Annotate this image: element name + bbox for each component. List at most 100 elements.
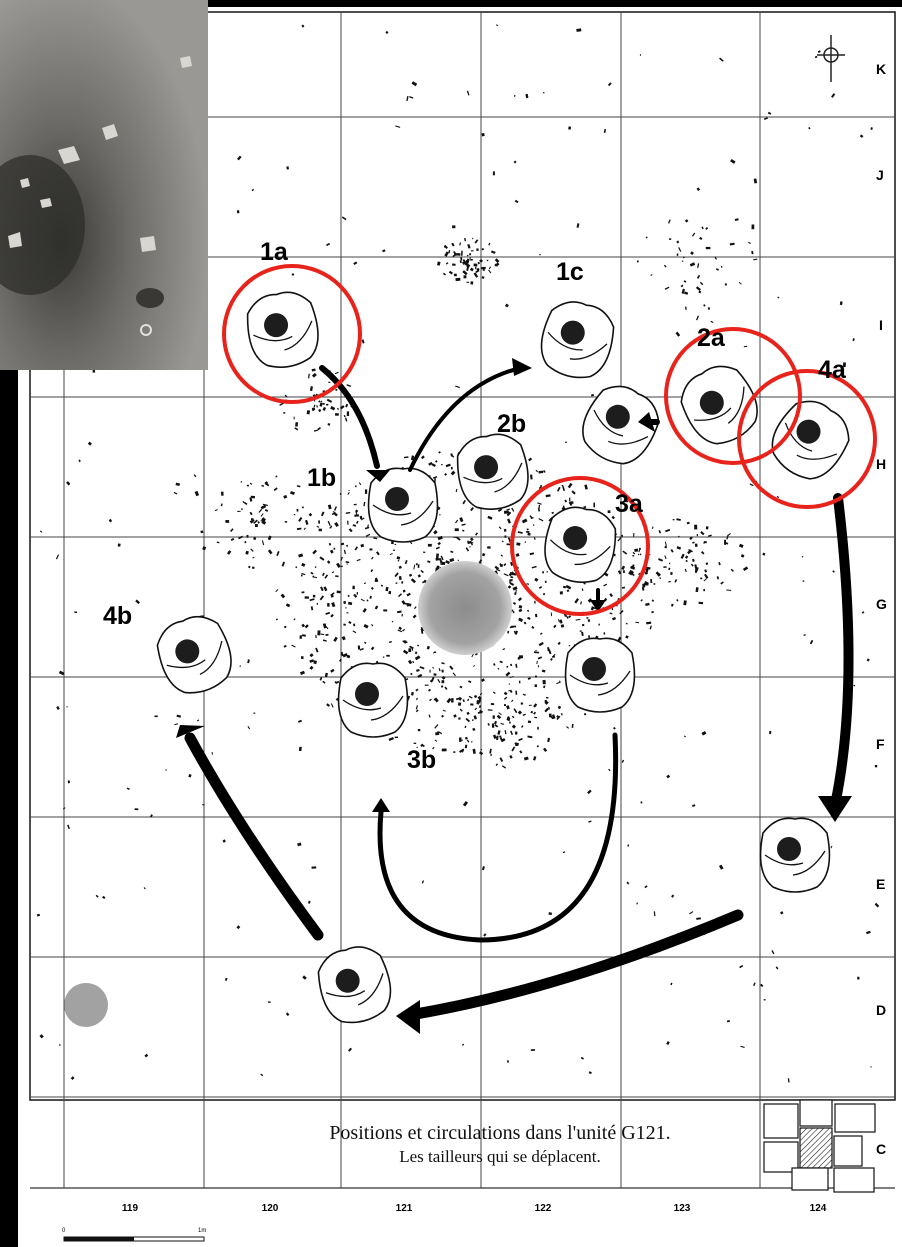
- flake: [680, 284, 684, 288]
- flake: [386, 654, 390, 657]
- flake: [466, 711, 470, 716]
- flake: [698, 601, 704, 605]
- flake: [471, 741, 473, 743]
- flake: [239, 665, 242, 667]
- flake: [496, 714, 502, 720]
- flake: [336, 407, 340, 410]
- flake: [473, 272, 479, 278]
- flake: [426, 645, 430, 650]
- flake: [802, 580, 805, 582]
- flake: [581, 623, 585, 627]
- flake: [251, 566, 255, 569]
- flake: [437, 535, 443, 541]
- flake: [239, 535, 244, 539]
- flake: [295, 566, 298, 569]
- flake: [461, 523, 466, 526]
- flake: [398, 593, 402, 598]
- flake: [434, 739, 438, 742]
- flake: [333, 506, 337, 511]
- flake: [245, 550, 249, 555]
- flake: [420, 569, 424, 574]
- flake: [453, 251, 457, 257]
- highlight-circles: [222, 264, 877, 616]
- flake: [567, 482, 573, 489]
- flake: [674, 579, 678, 583]
- flake: [676, 599, 679, 602]
- flake: [694, 543, 698, 547]
- flake: [703, 573, 709, 579]
- flake: [355, 511, 358, 515]
- flake: [273, 487, 278, 491]
- label-1b: 1b: [307, 464, 336, 492]
- flake: [438, 557, 443, 564]
- flake: [499, 735, 502, 738]
- flake: [348, 601, 353, 606]
- flake: [537, 502, 542, 505]
- flake: [126, 787, 130, 791]
- flake: [720, 265, 723, 268]
- flake: [547, 647, 550, 652]
- flake: [397, 629, 403, 633]
- arm-outline: [166, 640, 223, 676]
- flake: [314, 566, 317, 568]
- flake: [839, 301, 843, 306]
- flake: [481, 132, 485, 137]
- flake: [670, 982, 673, 986]
- flake: [66, 481, 71, 486]
- flake: [420, 455, 425, 460]
- flake: [455, 277, 461, 282]
- flake: [503, 696, 508, 700]
- flake: [670, 571, 673, 575]
- flake: [328, 381, 331, 384]
- label-3a: 3a: [615, 490, 644, 518]
- flake: [341, 216, 347, 221]
- flake: [658, 558, 664, 562]
- flake: [322, 572, 325, 577]
- flake: [608, 768, 611, 772]
- flake: [70, 1076, 75, 1080]
- flake: [62, 807, 66, 810]
- flake: [808, 127, 811, 130]
- flake: [454, 528, 459, 532]
- flake: [503, 573, 509, 577]
- flake: [683, 291, 689, 295]
- flake: [435, 546, 440, 550]
- flake: [694, 564, 698, 569]
- flake: [866, 658, 870, 662]
- flake: [298, 746, 302, 752]
- flake: [560, 713, 563, 716]
- figure-2b-move: [582, 385, 660, 465]
- flake: [535, 650, 537, 652]
- flake: [716, 576, 720, 580]
- flake: [550, 612, 553, 617]
- flake: [518, 680, 521, 684]
- scale-bar: 0 1m: [62, 1228, 206, 1242]
- flake: [531, 565, 537, 569]
- flake: [564, 499, 568, 503]
- flake: [718, 864, 724, 870]
- flake: [521, 518, 528, 524]
- flake: [353, 586, 355, 590]
- flake: [312, 594, 316, 598]
- flake: [625, 622, 628, 625]
- flake: [202, 546, 207, 551]
- flake: [543, 470, 546, 473]
- flake: [411, 648, 414, 651]
- flake: [394, 543, 397, 546]
- flake: [650, 578, 653, 584]
- flake: [306, 410, 311, 415]
- flake: [506, 511, 512, 517]
- flake: [320, 586, 324, 592]
- arm-outline: [253, 320, 313, 351]
- flake: [441, 463, 443, 466]
- flake: [440, 555, 444, 561]
- flake: [501, 540, 504, 543]
- flake: [438, 668, 441, 672]
- flake: [317, 630, 321, 636]
- figure-4b: [156, 615, 232, 694]
- flake: [301, 634, 306, 637]
- flake: [475, 532, 479, 536]
- flake: [347, 594, 350, 598]
- flake: [360, 543, 365, 548]
- flake: [39, 1034, 44, 1039]
